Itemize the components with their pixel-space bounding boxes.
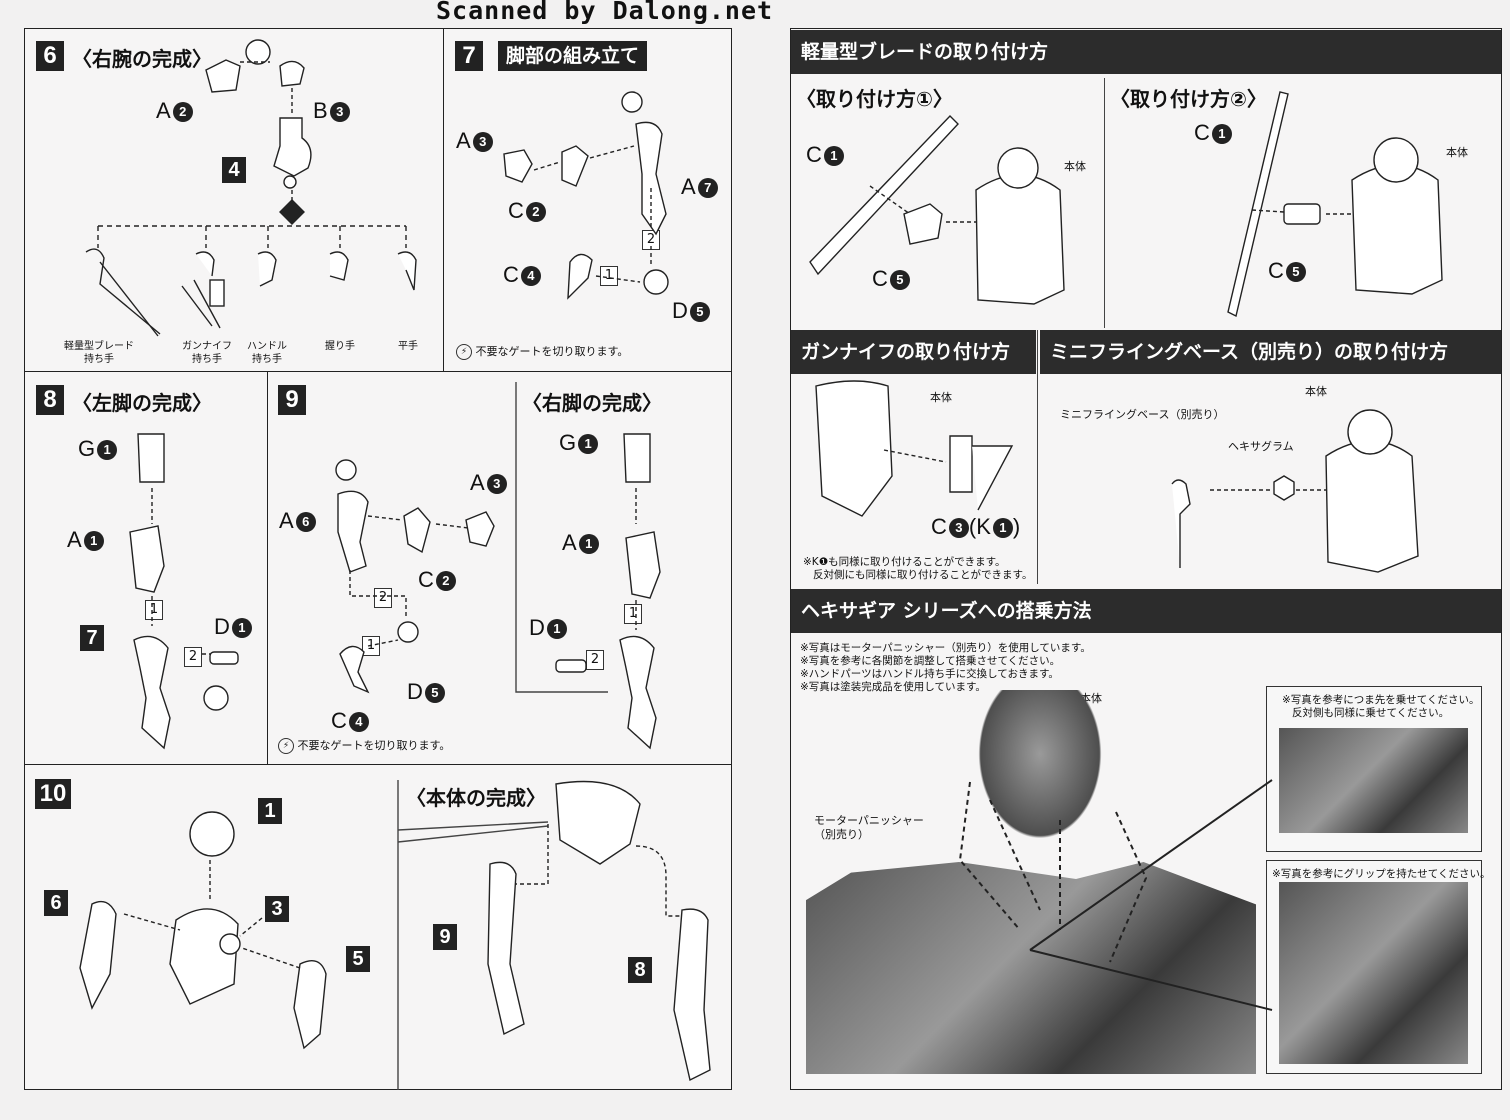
step7-title: 脚部の組み立て [498, 41, 648, 71]
inset2-photo [1279, 882, 1468, 1064]
hexagear-section-bar: ヘキサギア シリーズへの搭乗方法 [791, 589, 1501, 633]
step9-number: 9 [278, 385, 306, 415]
miniflying-body-label: 本体 [1305, 385, 1327, 398]
caution-icon-2 [203, 685, 229, 711]
step10-part-3: 3 [265, 896, 289, 922]
hexagear-note-1: ※写真はモーターパニッシャー（別売り）を使用しています。 [800, 642, 1091, 654]
step8-part-number: 7 [80, 625, 104, 651]
step6-part-number: 4 [222, 157, 246, 183]
blade-method1-title: 〈取り付け方①〉 [796, 87, 953, 111]
rightleg-substep-1: 1 [624, 602, 642, 624]
hand-label-gunknife: ガンナイフ持ち手 [182, 341, 232, 365]
blade-m2-body-label: 本体 [1446, 146, 1468, 159]
step8-substep-2: 2 [184, 645, 202, 667]
motor-punisher-photo [806, 862, 1256, 1074]
gate-cut-icon: ⚡ [456, 344, 472, 360]
step9-substep-2: 2 [374, 586, 392, 608]
miniflying-base-label: ミニフライングベース（別売り） [1060, 408, 1225, 421]
body-part-8: 8 [628, 957, 652, 983]
hexagear-note-3: ※ハンドパーツはハンドル持ち手に交換しておきます。 [800, 668, 1059, 680]
step10-part-6: 6 [44, 890, 68, 916]
body-complete-title: 〈本体の完成〉 [406, 786, 546, 810]
gunknife-section-bar: ガンナイフの取り付け方 [791, 330, 1036, 374]
step9-gate-note: ⚡ 不要なゲートを切り取ります。 [278, 738, 450, 754]
motor-punisher-label: モーターパニッシャー（別売り） [814, 814, 924, 841]
step8-substep-1: 1 [145, 598, 163, 620]
blade-m1-body-label: 本体 [1064, 160, 1086, 173]
step7-number: 7 [455, 41, 483, 71]
body-part-9: 9 [433, 924, 457, 950]
step7-gate-note: ⚡ 不要なゲートを切り取ります。 [456, 344, 628, 360]
part-b3-shape [279, 60, 305, 87]
miniflying-section-bar: ミニフライングベース（別売り）の取り付け方 [1040, 330, 1501, 374]
hand-label-grip: 握り手 [325, 341, 355, 352]
hexagear-note-2: ※写真を参考に各関節を調整して搭乗させてください。 [800, 655, 1061, 667]
rightleg-substep-2: 2 [586, 648, 604, 670]
caution-icon [245, 39, 271, 65]
blade-section-bar: 軽量型ブレードの取り付け方 [791, 30, 1501, 74]
step8-title: 〈左脚の完成〉 [72, 391, 212, 415]
step10-part-1: 1 [258, 798, 282, 824]
hand-label-flat: 平手 [398, 341, 418, 352]
step10-part-5: 5 [346, 946, 370, 972]
inset2-note: ※写真を参考にグリップを持たせてください。 [1272, 868, 1491, 880]
hexagear-notes: ※写真はモーターパニッシャー（別売り）を使用しています。 ※写真を参考に各関節を… [800, 642, 1091, 694]
hexagear-note-4: ※写真は塗装完成品を使用しています。 [800, 681, 986, 693]
inset1-note: ※写真を参考につま先を乗せてください。反対側も同様に乗せてください。 [1282, 694, 1480, 719]
gate-cut-icon: ⚡ [278, 738, 294, 754]
blade-divider [1104, 78, 1105, 328]
hand-label-handle: ハンドル持ち手 [247, 341, 287, 365]
hand-label-blade: 軽量型ブレード持ち手 [64, 341, 134, 365]
step7-substep-1: 1 [600, 264, 618, 286]
gunknife-body-label: 本体 [930, 391, 952, 404]
figure-photo [970, 690, 1110, 850]
right-leg-title: 〈右脚の完成〉 [522, 391, 662, 415]
gunknife-note: ※K❶も同様に取り付けることができます。反対側にも同様に取り付けることができます… [803, 556, 1033, 581]
step10-number: 10 [35, 779, 71, 809]
step6-number: 6 [36, 41, 64, 71]
arm-shape [273, 117, 312, 177]
miniflying-hex-label: ヘキサグラム [1228, 440, 1294, 453]
step8-number: 8 [36, 385, 64, 415]
gunknife-divider [1037, 330, 1038, 584]
blade-method2-title: 〈取り付け方②〉 [1110, 87, 1267, 111]
part-a2-shape [205, 59, 241, 93]
inset1-photo [1279, 728, 1468, 833]
step6-title: 〈右腕の完成〉 [72, 47, 212, 71]
scan-watermark: Scanned by Dalong.net [436, 0, 774, 25]
